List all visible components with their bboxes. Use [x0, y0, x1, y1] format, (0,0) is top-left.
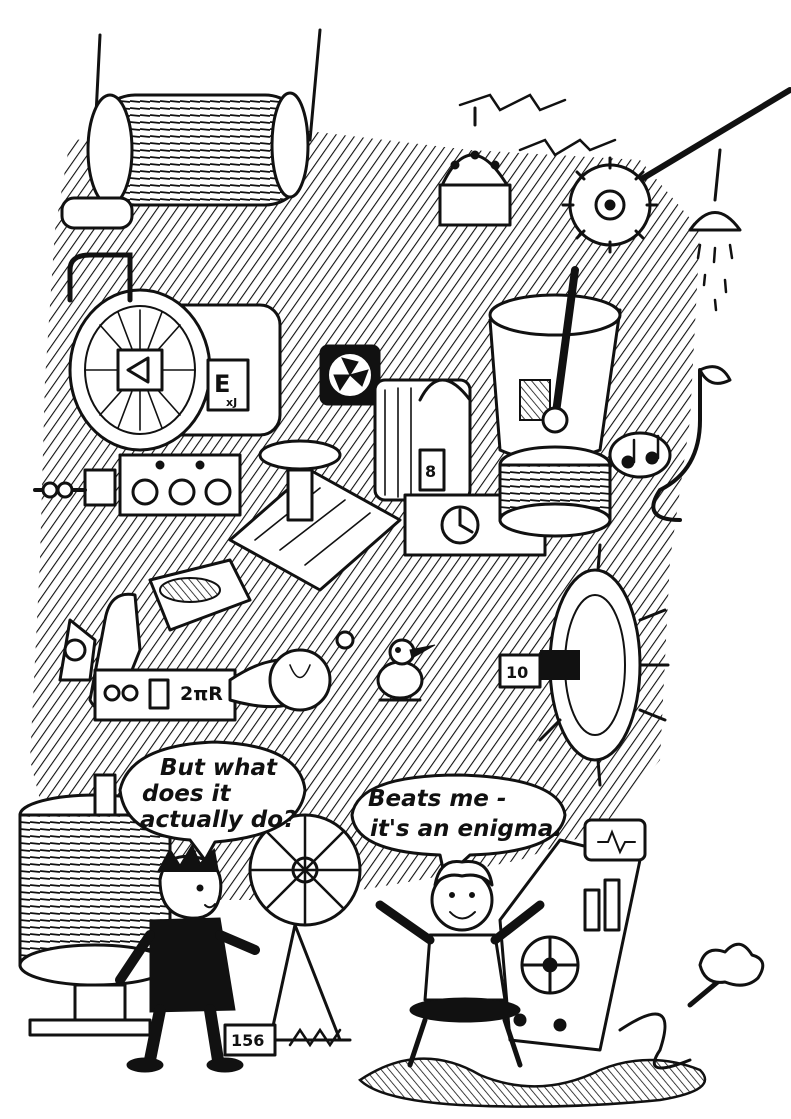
formula-label: 2πR — [180, 683, 223, 705]
bubble-right-line-2: it's an enigma. — [370, 816, 562, 842]
boy-shrugging — [375, 859, 545, 1068]
bird — [376, 638, 436, 702]
bucket — [488, 266, 622, 462]
spinning-wheel — [248, 813, 362, 1048]
spiked-disc: 10 — [498, 543, 670, 787]
drum-cake — [498, 445, 612, 538]
shower-pipe — [637, 87, 791, 312]
cable-reel — [60, 28, 322, 230]
svg-text:But what does it a: But what does it actually do? — [140, 755, 296, 833]
music-notes — [608, 365, 732, 522]
bubble-right-line-1: Beats me - — [368, 786, 506, 812]
speech-bubble-right: Beats me - it's an enigma. — [350, 773, 567, 880]
gear-wheel — [561, 156, 659, 254]
bubble-left-line-3: actually do? — [140, 807, 296, 833]
lightbulb-horn — [228, 630, 355, 712]
panel-letter: E — [214, 370, 230, 398]
svg-text:Beats me - it's an enigm: Beats me - it's an enigma. — [368, 786, 562, 842]
fan-cylinder: E xJ — [67, 252, 282, 452]
riveted-dome — [438, 106, 512, 227]
number-plate: 156 — [223, 1023, 277, 1057]
spark-bolts — [458, 93, 617, 157]
gauge-number: 10 — [506, 663, 528, 682]
bubble-left-line-2: does it — [142, 781, 231, 807]
formula-box: 2πR — [93, 668, 237, 722]
plate-number: 156 — [231, 1031, 264, 1050]
panel-subscript: xJ — [226, 396, 237, 409]
control-console — [498, 818, 647, 1052]
dial-panel — [33, 453, 242, 517]
boy-questioning — [115, 843, 260, 1073]
tangled-cables — [358, 942, 765, 1108]
speech-bubble-left: But what does it actually do? — [118, 740, 307, 862]
bubble-left-line-1: But what — [160, 755, 278, 781]
black-fan — [319, 344, 381, 406]
dial-number: 8 — [425, 462, 436, 481]
cone-base — [228, 439, 402, 592]
